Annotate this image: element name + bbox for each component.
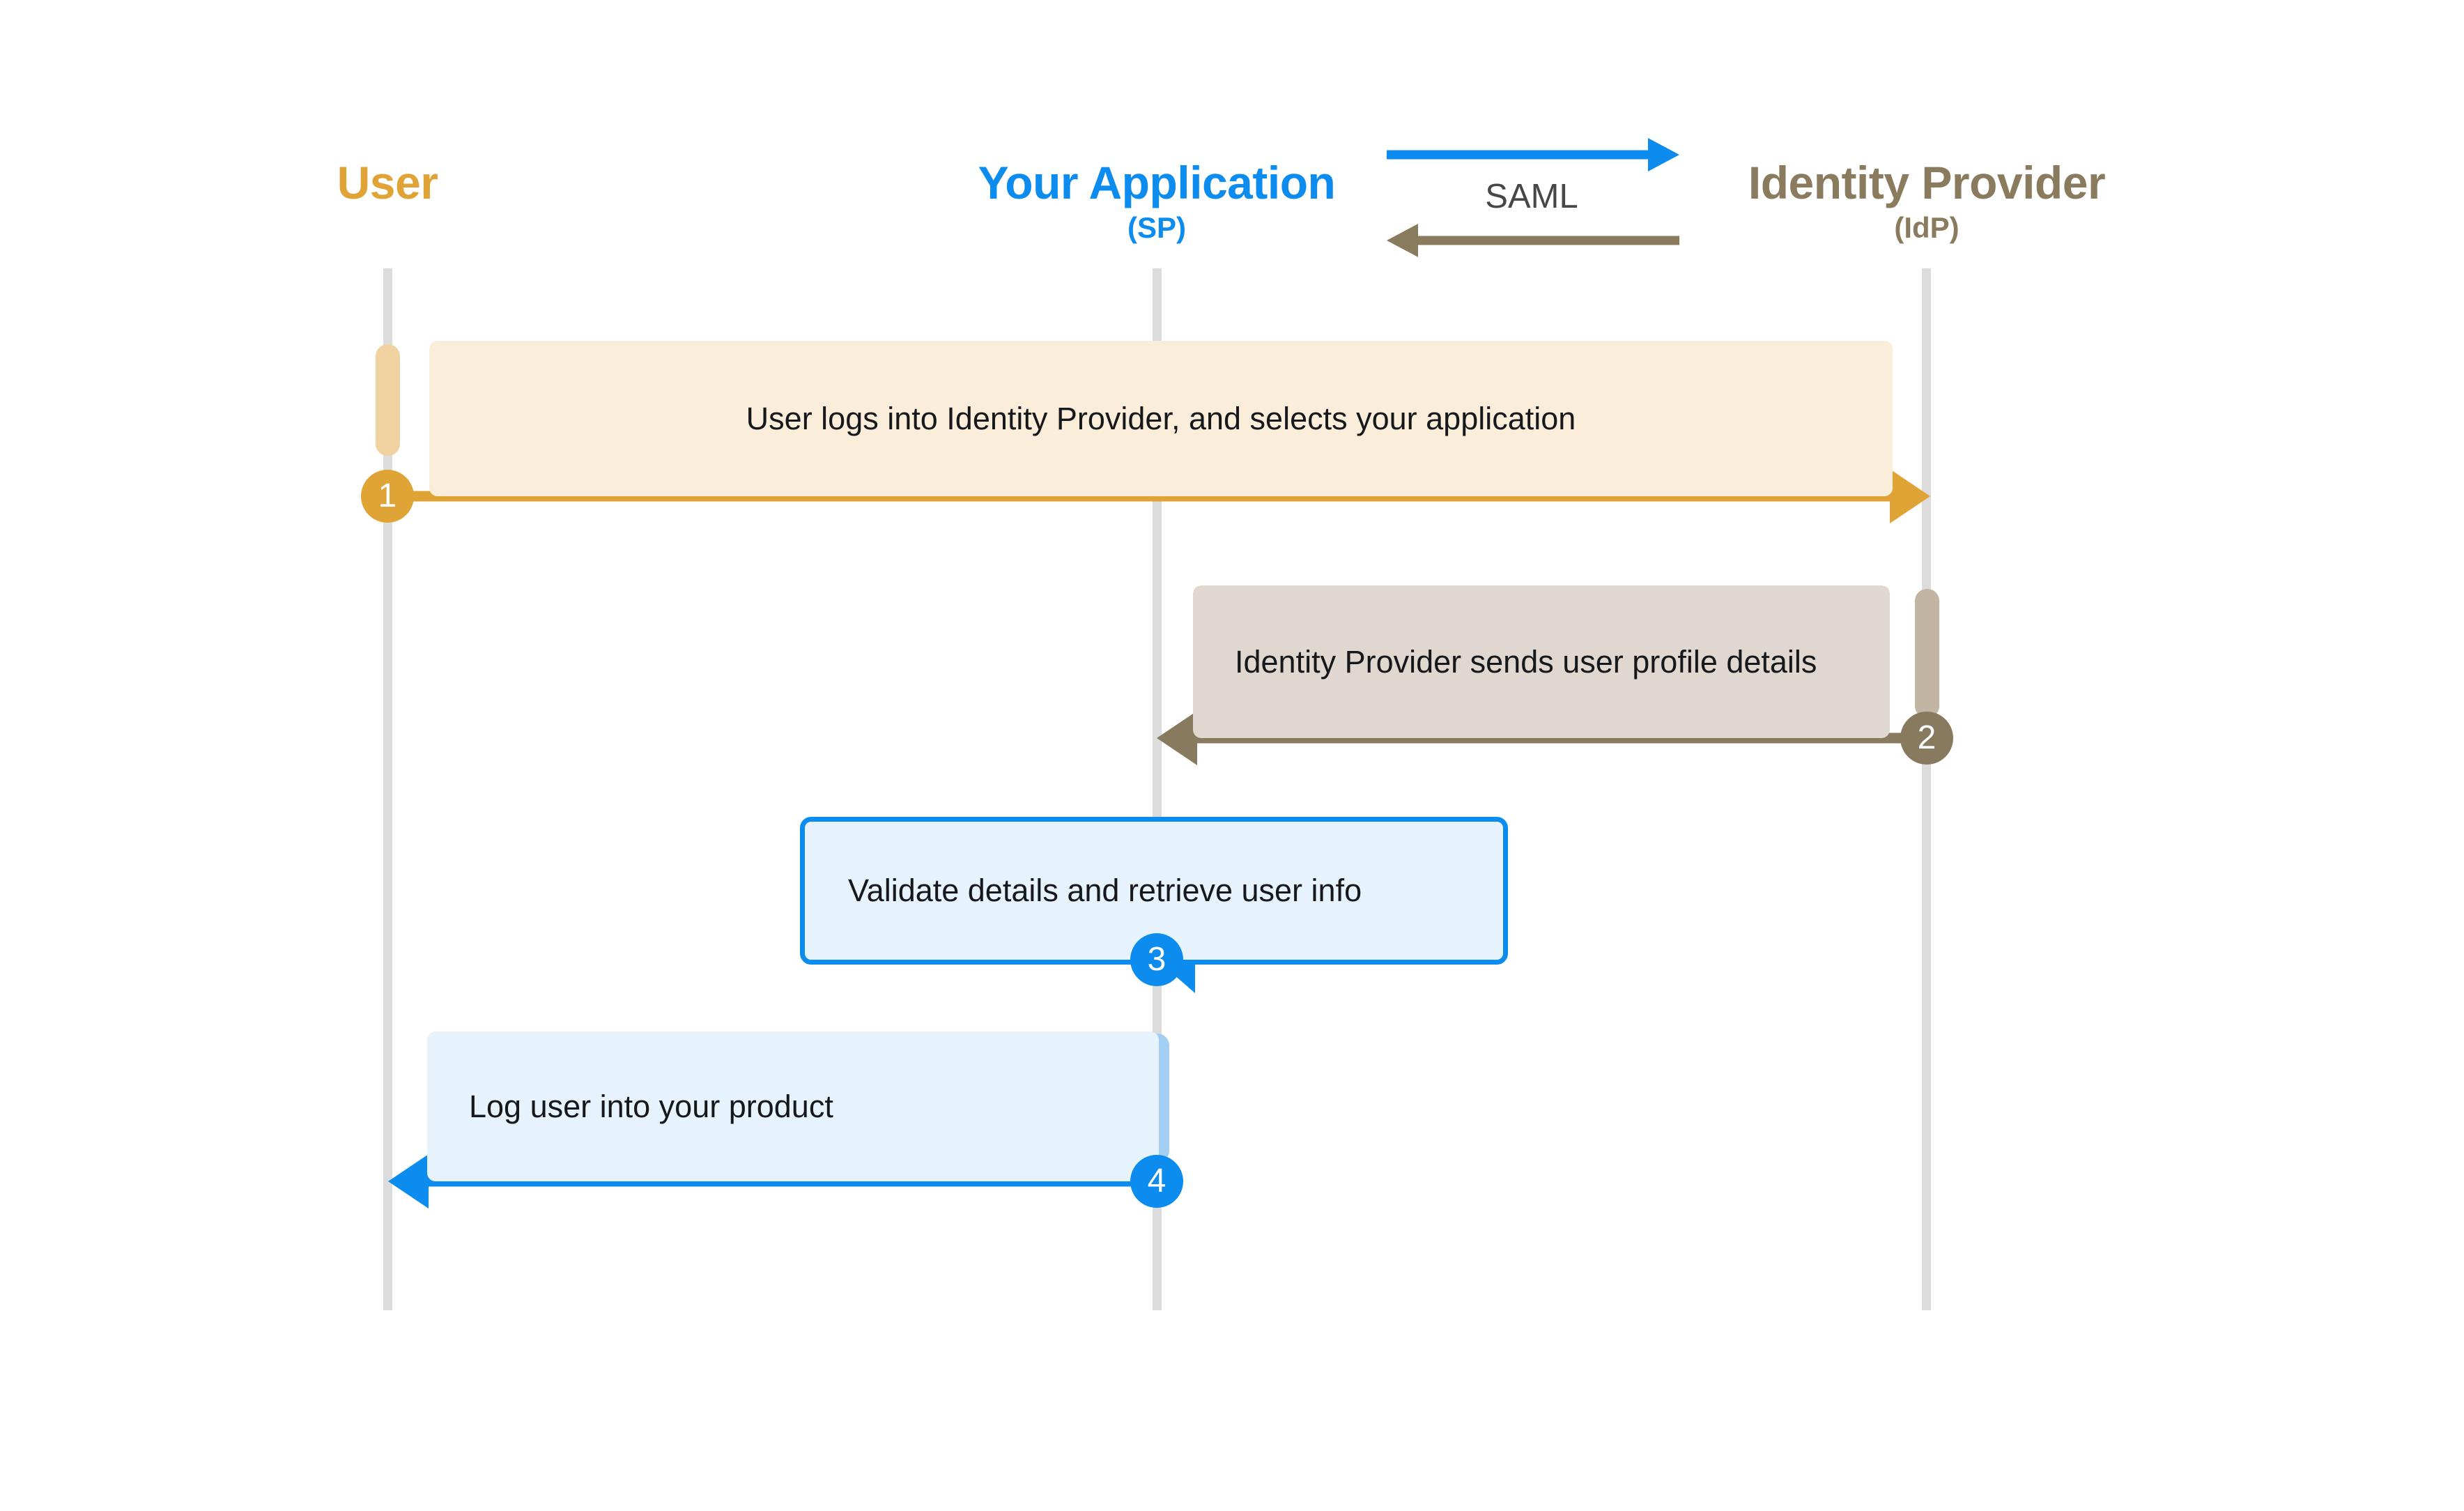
lifeline-user <box>383 268 392 1310</box>
note-step3-text: Validate details and retrieve user info <box>848 873 1362 909</box>
participant-user: User <box>337 157 438 208</box>
participant-your-application: Your Application (SP) <box>978 157 1336 247</box>
participant-sp-name: Your Application <box>978 157 1336 208</box>
note-step4: Log user into your product <box>427 1031 1159 1181</box>
protocol-arrow-right <box>1387 138 1679 171</box>
note-step2: Identity Provider sends user profile det… <box>1193 585 1890 738</box>
step-badge-4: 4 <box>1130 1155 1183 1208</box>
participant-sp-subtitle: (SP) <box>1127 211 1186 245</box>
step-badge-3: 3 <box>1130 933 1183 986</box>
step-badge-1-label: 1 <box>378 477 397 514</box>
note-step2-text: Identity Provider sends user profile det… <box>1235 643 1817 680</box>
participant-user-name: User <box>337 157 438 208</box>
participant-idp-subtitle: (IdP) <box>1894 211 1959 245</box>
step-badge-4-label: 4 <box>1147 1163 1166 1199</box>
participant-idp-name: Identity Provider <box>1748 157 2106 208</box>
participant-identity-provider: Identity Provider (IdP) <box>1748 157 2106 247</box>
lifeline-idp <box>1922 268 1931 1310</box>
step-badge-3-label: 3 <box>1147 941 1166 978</box>
note-step1-text: User logs into Identity Provider, and se… <box>746 400 1576 436</box>
step-badge-1: 1 <box>361 470 414 523</box>
step-badge-2-label: 2 <box>1917 719 1936 756</box>
note-step1: User logs into Identity Provider, and se… <box>429 341 1893 496</box>
protocol-arrow-left <box>1387 224 1679 257</box>
note-step4-text: Log user into your product <box>469 1088 833 1124</box>
activation-bar-step1 <box>376 344 400 456</box>
step-badge-2: 2 <box>1900 712 1953 765</box>
protocol-label-saml: SAML <box>1485 178 1578 215</box>
activation-bar-step2 <box>1915 589 1939 718</box>
